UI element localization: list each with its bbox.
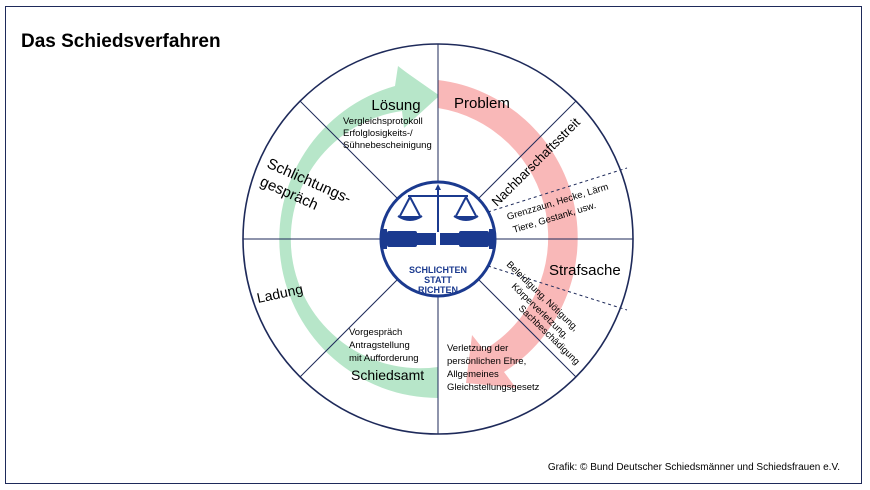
- scales-icon: [397, 184, 479, 232]
- red-band: [438, 80, 578, 388]
- logo-line-3: RICHTEN: [418, 285, 458, 295]
- problem-heading: Problem: [454, 95, 510, 112]
- verletzung-detail-2: persönlichen Ehre,: [447, 356, 526, 367]
- green-band: [279, 66, 438, 398]
- page-title: Das Schiedsverfahren: [21, 31, 221, 52]
- verletzung-detail-1: Verletzung der: [447, 343, 508, 354]
- schiedsamt-detail-1: Vorgespräch: [349, 327, 402, 338]
- segment-loesung: Lösung Vergleichsprotokoll Erfolglosigke…: [343, 97, 432, 151]
- schiedsamt-detail-3: mit Aufforderung: [349, 353, 419, 364]
- image-credit: Grafik: © Bund Deutscher Schiedsmänner u…: [547, 462, 840, 473]
- loesung-detail-3: Sühnebescheinigung: [343, 140, 432, 151]
- loesung-detail-2: Erfolglosigkeits-/: [343, 128, 413, 139]
- strafsache-heading: Strafsache: [549, 262, 621, 279]
- loesung-heading: Lösung: [371, 97, 420, 114]
- logo-line-2: STATT: [424, 275, 452, 285]
- verletzung-detail-3: Allgemeines: [447, 369, 499, 380]
- segment-schiedsamt: Vorgespräch Antragstellung mit Aufforder…: [349, 327, 424, 383]
- handshake-icon: [381, 229, 495, 249]
- segment-dividers: [243, 44, 633, 434]
- schiedsamt-detail-2: Antragstellung: [349, 340, 410, 351]
- scales-logo: SCHLICHTEN STATT RICHTEN: [379, 180, 497, 298]
- schiedsamt-heading: Schiedsamt: [351, 367, 424, 383]
- dashed-subdividers: [487, 167, 628, 311]
- logo-line-1: SCHLICHTEN: [409, 265, 467, 275]
- segment-verletzung: Verletzung der persönlichen Ehre, Allgem…: [447, 343, 540, 393]
- loesung-detail-1: Vergleichsprotokoll: [343, 116, 423, 127]
- verletzung-detail-4: Gleichstellungsgesetz: [447, 382, 540, 393]
